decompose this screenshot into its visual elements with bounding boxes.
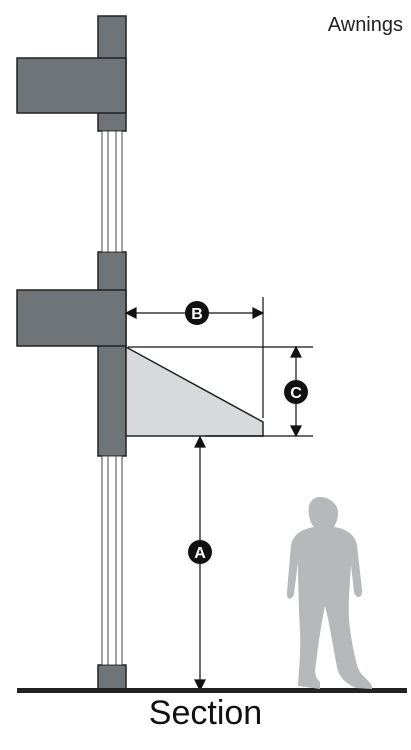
section-caption: Section <box>148 694 263 732</box>
label-b-text: B <box>191 306 203 323</box>
window-lower <box>101 455 123 666</box>
label-a-text: A <box>194 545 206 562</box>
window-upper <box>101 130 123 253</box>
diagram-title: Awnings <box>327 14 403 36</box>
label-c: C <box>284 380 308 404</box>
label-c-text: C <box>290 385 302 402</box>
floor-slab-upper <box>16 57 127 114</box>
label-a: A <box>188 540 212 564</box>
person-silhouette <box>286 497 373 689</box>
ground-line <box>17 688 407 693</box>
floor-slab-lower <box>16 289 127 347</box>
dimension-c <box>128 345 313 438</box>
label-b: B <box>185 301 209 325</box>
